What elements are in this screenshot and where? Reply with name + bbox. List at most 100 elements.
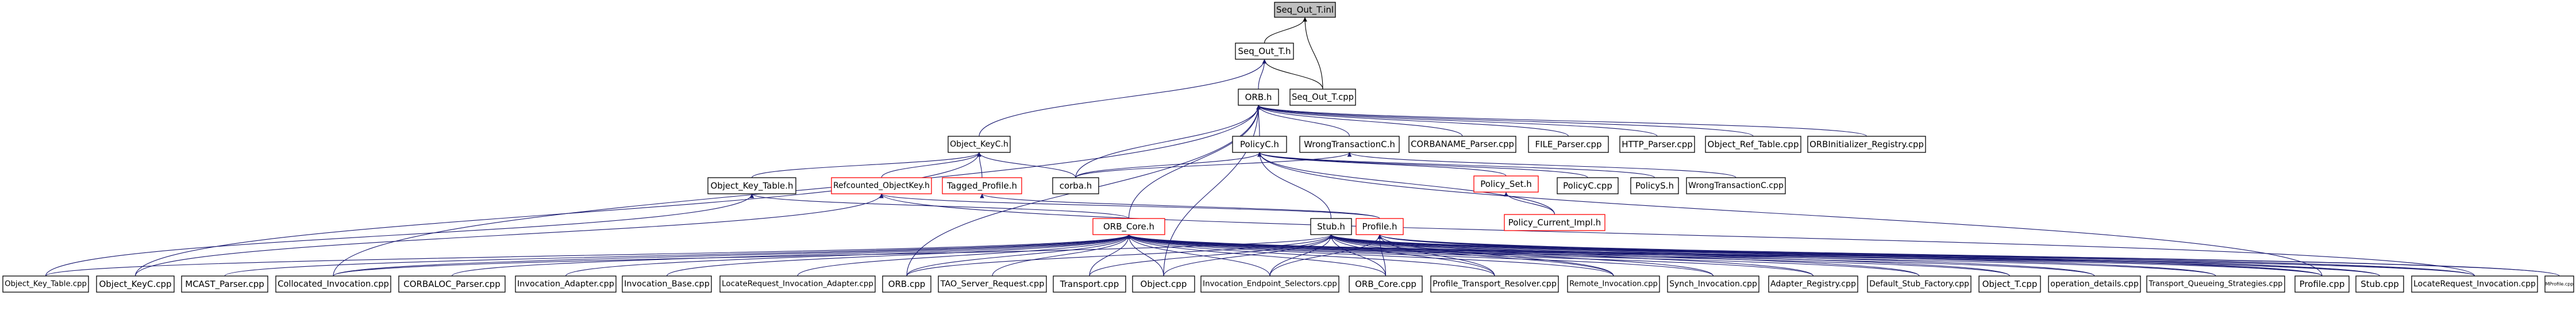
edge-n22-to-n11: [1257, 152, 1332, 219]
edge-b14-to-n22: [1329, 234, 1495, 277]
edge-b1-to-n13: [134, 193, 884, 277]
node-orb-core-h[interactable]: ORB_Core.h: [1092, 218, 1165, 235]
node-object-key-table-h[interactable]: Object_Key_Table.h: [707, 177, 796, 194]
node-profile-cpp[interactable]: Profile.cpp: [2294, 275, 2350, 293]
node-box: [1567, 275, 1660, 293]
node-label: LocateRequest_Invocation.cpp: [2413, 279, 2536, 289]
node-invocation-endpoint-selectors-cpp[interactable]: Invocation_Endpoint_Selectors.cpp: [1200, 275, 1339, 293]
node-label: Profile_Transport_Resolver.cpp: [1433, 279, 1557, 289]
node-object-key-table-cpp[interactable]: Object_Key_Table.cpp: [2, 275, 89, 293]
node-tagged-profile-h[interactable]: Tagged_Profile.h: [942, 177, 1022, 194]
node-label: HTTP_Parser.cpp: [1622, 139, 1693, 150]
node-label: Stub.h: [1317, 221, 1345, 232]
node-remote-invocation-cpp[interactable]: Remote_Invocation.cpp: [1567, 275, 1660, 293]
node-label: TAO_Server_Request.cpp: [940, 279, 1045, 289]
node-profile-h[interactable]: Profile.h: [1356, 218, 1404, 235]
node-label: ORB.h: [1245, 92, 1272, 102]
node-box: [2294, 275, 2350, 293]
node-box: [1705, 136, 1801, 153]
node-box: [1473, 175, 1539, 193]
node-corbaname-parser-cpp[interactable]: CORBANAME_Parser.cpp: [1408, 136, 1516, 153]
node-box: [1235, 43, 1294, 60]
node-tao-server-request-cpp[interactable]: TAO_Server_Request.cpp: [938, 275, 1047, 293]
node-locaterequest-invocation-cpp[interactable]: LocateRequest_Invocation.cpp: [2411, 275, 2538, 293]
edge-b10-to-n21: [1089, 234, 1131, 277]
node-locaterequest-invocation-adapter-cpp[interactable]: LocateRequest_Invocation_Adapter.cpp: [719, 275, 876, 293]
edge-n2-to-n1: [1258, 59, 1267, 90]
node-corbaloc-parser-cpp[interactable]: CORBALOC_Parser.cpp: [398, 275, 506, 293]
node-synch-invocation-cpp[interactable]: Synch_Invocation.cpp: [1667, 275, 1759, 293]
edge-b12-to-n21: [1126, 234, 1270, 277]
node-seq-out-t-h[interactable]: Seq_Out_T.h: [1235, 43, 1294, 60]
edge-b11-to-n21: [1126, 234, 1164, 277]
node-orbinitializer-registry-cpp[interactable]: ORBInitializer_Registry.cpp: [1807, 136, 1926, 153]
node-http-parser-cpp[interactable]: HTTP_Parser.cpp: [1619, 136, 1695, 153]
node-wrongtransactionc-h[interactable]: WrongTransactionC.h: [1299, 136, 1400, 153]
edge-b11-to-n22: [1163, 234, 1334, 277]
node-profile-transport-resolver-cpp[interactable]: Profile_Transport_Resolver.cpp: [1430, 275, 1559, 293]
node-object-t-cpp[interactable]: Object_T.cpp: [1978, 275, 2041, 293]
node-label: Tagged_Profile.h: [946, 181, 1017, 191]
node-policyc-h[interactable]: PolicyC.h: [1232, 136, 1287, 153]
edge-n12-to-n4: [751, 152, 981, 178]
node-seq-out-t-inl[interactable]: Seq_Out_T.inl: [1274, 2, 1336, 18]
node-box: [1092, 218, 1165, 235]
node-label: MProfile.cpp: [2546, 282, 2574, 287]
node-label: PolicyC.cpp: [1563, 181, 1612, 191]
node-mcast-parser-cpp[interactable]: MCAST_Parser.cpp: [181, 275, 268, 293]
node-label: Profile.h: [1362, 221, 1397, 232]
edge-n9-to-n2: [1256, 105, 1754, 137]
node-box: [1349, 275, 1423, 293]
node-invocation-base-cpp[interactable]: Invocation_Base.cpp: [622, 275, 712, 293]
node-orb-cpp[interactable]: ORB.cpp: [882, 275, 931, 293]
edge-b8-to-n21: [906, 234, 1131, 277]
node-policy-set-h[interactable]: Policy_Set.h: [1473, 175, 1539, 193]
node-box: [942, 177, 1022, 194]
edge-n20-to-n16: [1504, 191, 1555, 215]
node-label: Remote_Invocation.cpp: [1569, 280, 1658, 289]
node-box: [1356, 218, 1404, 235]
node-object-ref-table-cpp[interactable]: Object_Ref_Table.cpp: [1705, 136, 1801, 153]
node-orb-h[interactable]: ORB.h: [1238, 89, 1279, 106]
node-box: [1053, 275, 1126, 293]
edge-n15-to-n5: [1075, 152, 1352, 178]
node-label: PolicyC.h: [1240, 139, 1279, 150]
node-operation-details-cpp[interactable]: operation_details.cpp: [2048, 275, 2141, 293]
node-transport-cpp[interactable]: Transport.cpp: [1053, 275, 1126, 293]
node-label: Adapter_Registry.cpp: [1770, 279, 1856, 289]
node-mprofile-cpp[interactable]: MProfile.cpp: [2544, 275, 2574, 293]
node-orb-core-cpp[interactable]: ORB_Core.cpp: [1349, 275, 1423, 293]
node-policyc-cpp[interactable]: PolicyC.cpp: [1557, 177, 1619, 194]
node-file-parser-cpp[interactable]: FILE_Parser.cpp: [1528, 136, 1609, 153]
node-object-keyc-cpp[interactable]: Object_KeyC.cpp: [96, 275, 175, 293]
edge-b24-to-n13: [879, 193, 2475, 277]
node-refcounted-objectkey-h[interactable]: Refcounted_ObjectKey.h: [831, 177, 932, 194]
node-box: [1504, 214, 1605, 231]
node-stub-cpp[interactable]: Stub.cpp: [2355, 275, 2404, 293]
node-box: [719, 275, 876, 293]
edge-n18-to-n11: [1257, 152, 1655, 178]
edge-n3-to-n0: [1303, 17, 1323, 90]
node-box: [1232, 136, 1287, 153]
node-invocation-adapter-cpp[interactable]: Invocation_Adapter.cpp: [515, 275, 617, 293]
node-policys-h[interactable]: PolicyS.h: [1630, 177, 1679, 194]
node-transport-queueing-strategies-cpp[interactable]: Transport_Queueing_Strategies.cpp: [2146, 275, 2285, 293]
node-label: Seq_Out_T.cpp: [1292, 93, 1354, 102]
node-default-stub-factory-cpp[interactable]: Default_Stub_Factory.cpp: [1867, 275, 1972, 293]
node-adapter-registry-cpp[interactable]: Adapter_Registry.cpp: [1768, 275, 1858, 293]
edge-n16-to-n11: [1257, 152, 1507, 177]
node-wrongtransactionc-cpp[interactable]: WrongTransactionC.cpp: [1686, 177, 1786, 194]
node-seq-out-t-cpp[interactable]: Seq_Out_T.cpp: [1289, 89, 1356, 106]
node-label: Object_Key_Table.h: [710, 181, 793, 191]
edge-b13-to-n21: [1126, 234, 1387, 277]
node-stub-h[interactable]: Stub.h: [1310, 218, 1352, 235]
node-object-cpp[interactable]: Object.cpp: [1132, 275, 1195, 293]
node-corba-h[interactable]: corba.h: [1052, 177, 1099, 194]
node-object-keyc-h[interactable]: Object_KeyC.h: [948, 136, 1011, 153]
node-collocated-invocation-cpp[interactable]: Collocated_Invocation.cpp: [275, 275, 391, 293]
node-label: Default_Stub_Factory.cpp: [1869, 279, 1969, 289]
node-label: Synch_Invocation.cpp: [1669, 279, 1757, 289]
node-label: Transport_Queueing_Strategies.cpp: [2148, 280, 2283, 289]
node-policy-current-impl-h[interactable]: Policy_Current_Impl.h: [1504, 214, 1605, 231]
